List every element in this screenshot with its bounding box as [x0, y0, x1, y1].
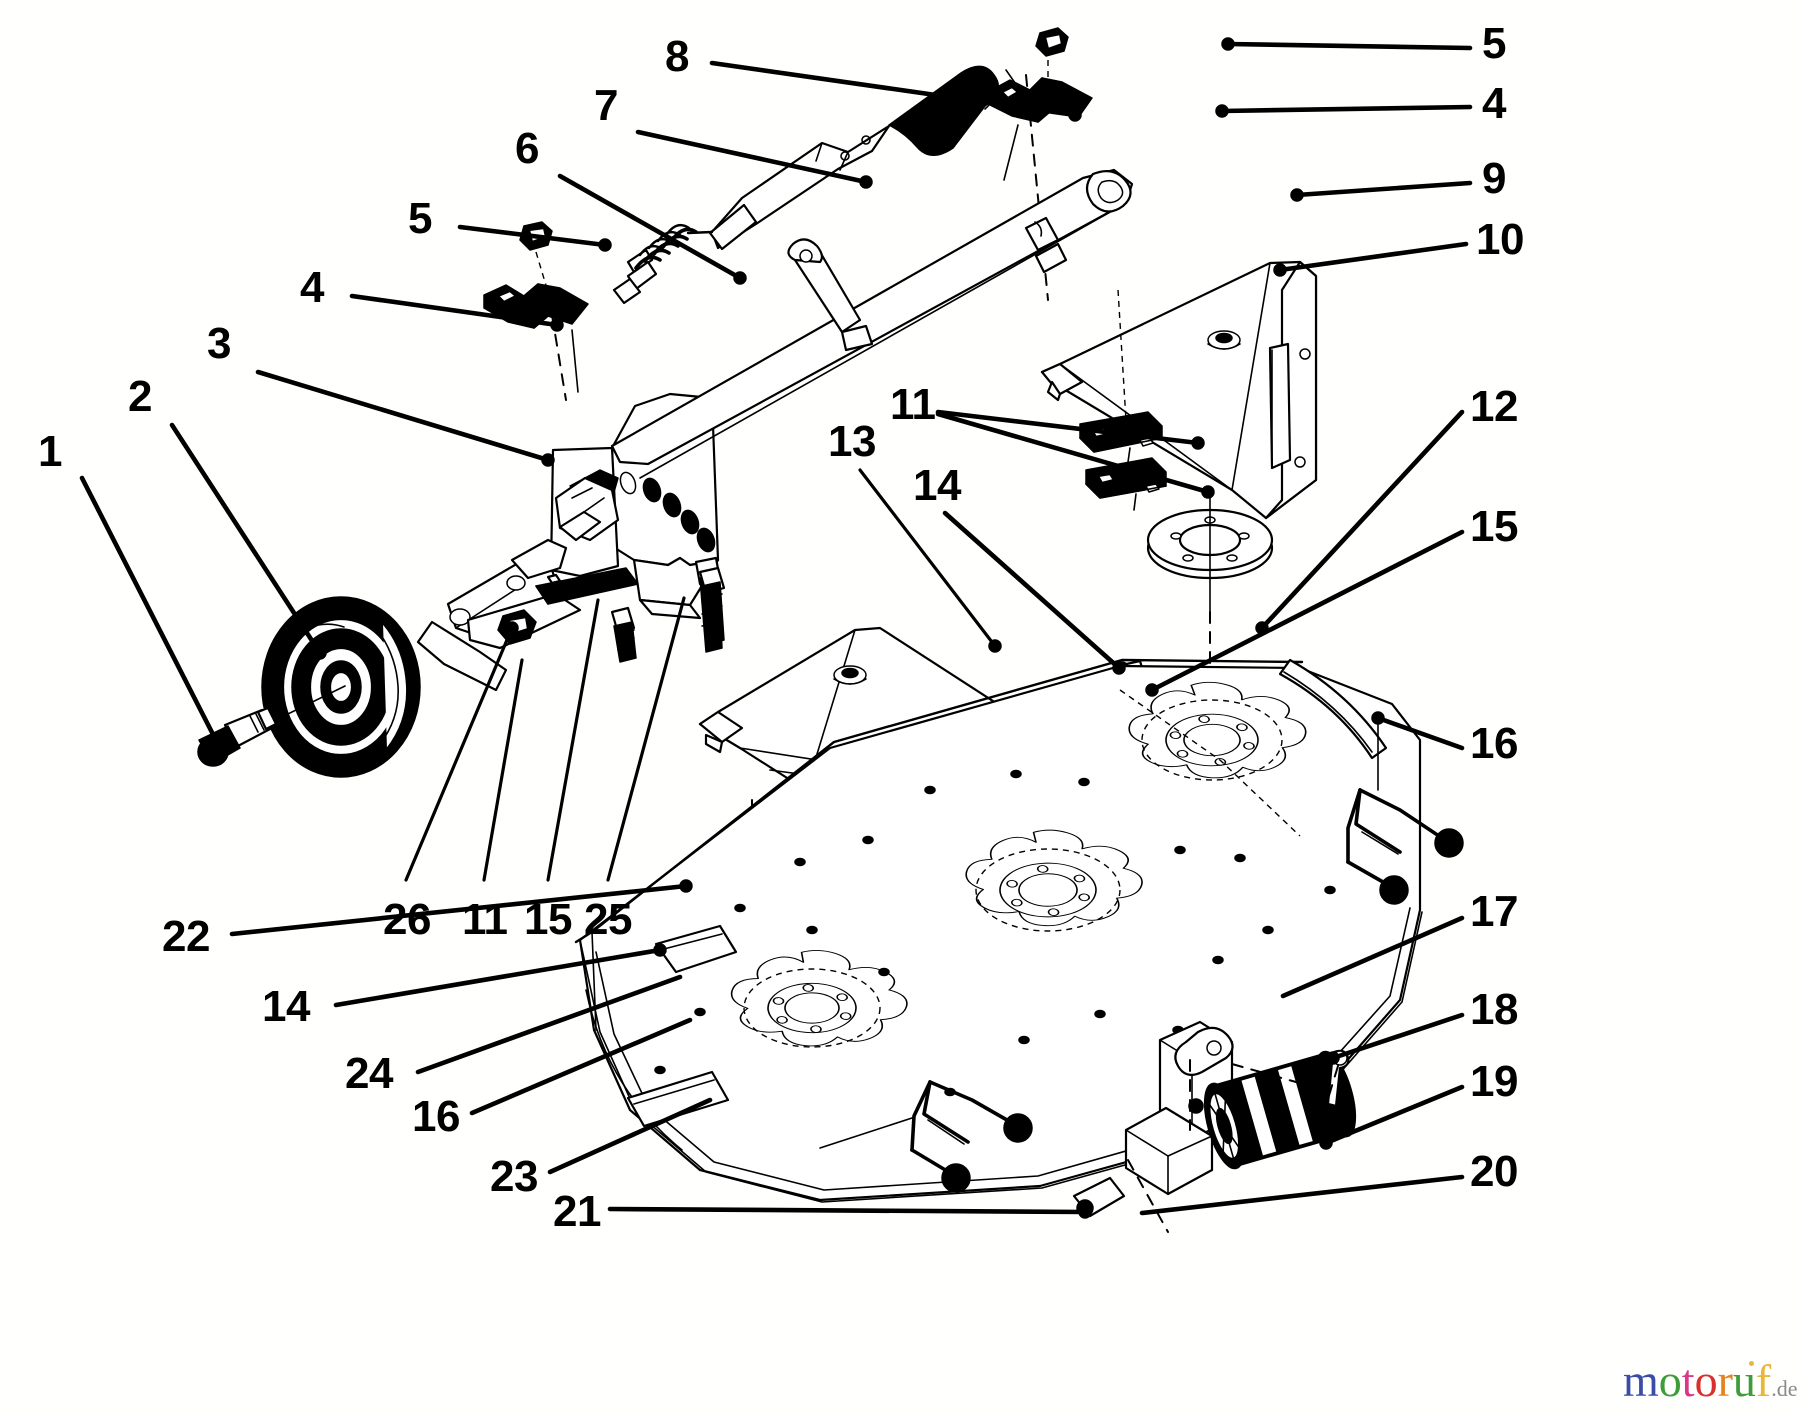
spindle-hub-flange	[1146, 489, 1274, 701]
callout-15-right[interactable]: 15	[1470, 502, 1518, 551]
callout-17[interactable]: 17	[1470, 887, 1518, 936]
watermark-letter-u: u	[1732, 1355, 1756, 1406]
callout-25[interactable]: 25	[584, 895, 632, 944]
caster-wheel-arm	[197, 538, 582, 778]
callout-7[interactable]: 7	[594, 81, 618, 130]
callout-3[interactable]: 3	[207, 319, 231, 368]
callout-26[interactable]: 26	[383, 895, 431, 944]
motoruf-watermark: motoruf.de	[1623, 1358, 1797, 1404]
roller-assembly	[1072, 1020, 1357, 1233]
callout-16-right[interactable]: 16	[1470, 719, 1518, 768]
watermark-letter-t: t	[1681, 1355, 1695, 1406]
callout-5-right[interactable]: 5	[1482, 19, 1506, 68]
callout-18[interactable]: 18	[1470, 985, 1518, 1034]
callout-15-bottom[interactable]: 15	[524, 895, 572, 944]
watermark-letter-o2: o	[1694, 1355, 1718, 1406]
callout-24[interactable]: 24	[345, 1049, 393, 1098]
anti-scalp-bracket-right	[1346, 717, 1464, 905]
callout-14-bottom[interactable]: 14	[262, 982, 310, 1031]
callout-22[interactable]: 22	[162, 912, 210, 961]
callout-21[interactable]: 21	[553, 1187, 601, 1236]
callout-16-bottom[interactable]: 16	[412, 1092, 460, 1141]
callout-23[interactable]: 23	[490, 1152, 538, 1201]
callout-20[interactable]: 20	[1470, 1147, 1518, 1196]
callout-14[interactable]: 14	[913, 461, 961, 510]
lift-lever-assembly	[708, 65, 1000, 251]
watermark-letter-f: f	[1755, 1355, 1772, 1406]
clamp-upper-left	[483, 221, 589, 401]
leader-lines	[79, 37, 1473, 1219]
callout-4[interactable]: 4	[300, 263, 324, 312]
callout-5[interactable]: 5	[408, 194, 432, 243]
lever-spring	[612, 223, 714, 305]
callout-8[interactable]: 8	[665, 32, 689, 81]
blade-spindle-openings	[730, 681, 1307, 1048]
callout-6[interactable]: 6	[515, 124, 539, 173]
callout-12[interactable]: 12	[1470, 382, 1518, 431]
callout-11-bottom[interactable]: 11	[462, 895, 508, 944]
right-deck-baffle	[1040, 260, 1318, 520]
anti-scalp-bracket-front	[819, 1080, 1033, 1193]
callout-2[interactable]: 2	[128, 372, 152, 421]
callout-13[interactable]: 13	[828, 417, 876, 466]
watermark-letter-o1: o	[1658, 1355, 1682, 1406]
watermark-suffix: .de	[1771, 1376, 1798, 1401]
watermark-letter-m: m	[1623, 1355, 1659, 1406]
callout-9[interactable]: 9	[1482, 154, 1506, 203]
watermark-letter-r: r	[1717, 1355, 1733, 1406]
watermark-dot	[1749, 1361, 1754, 1366]
callout-4-right[interactable]: 4	[1482, 79, 1506, 128]
callout-11[interactable]: 11	[890, 380, 936, 429]
callout-19[interactable]: 19	[1470, 1057, 1518, 1106]
callout-10[interactable]: 10	[1476, 215, 1524, 264]
callout-1[interactable]: 1	[38, 427, 62, 476]
